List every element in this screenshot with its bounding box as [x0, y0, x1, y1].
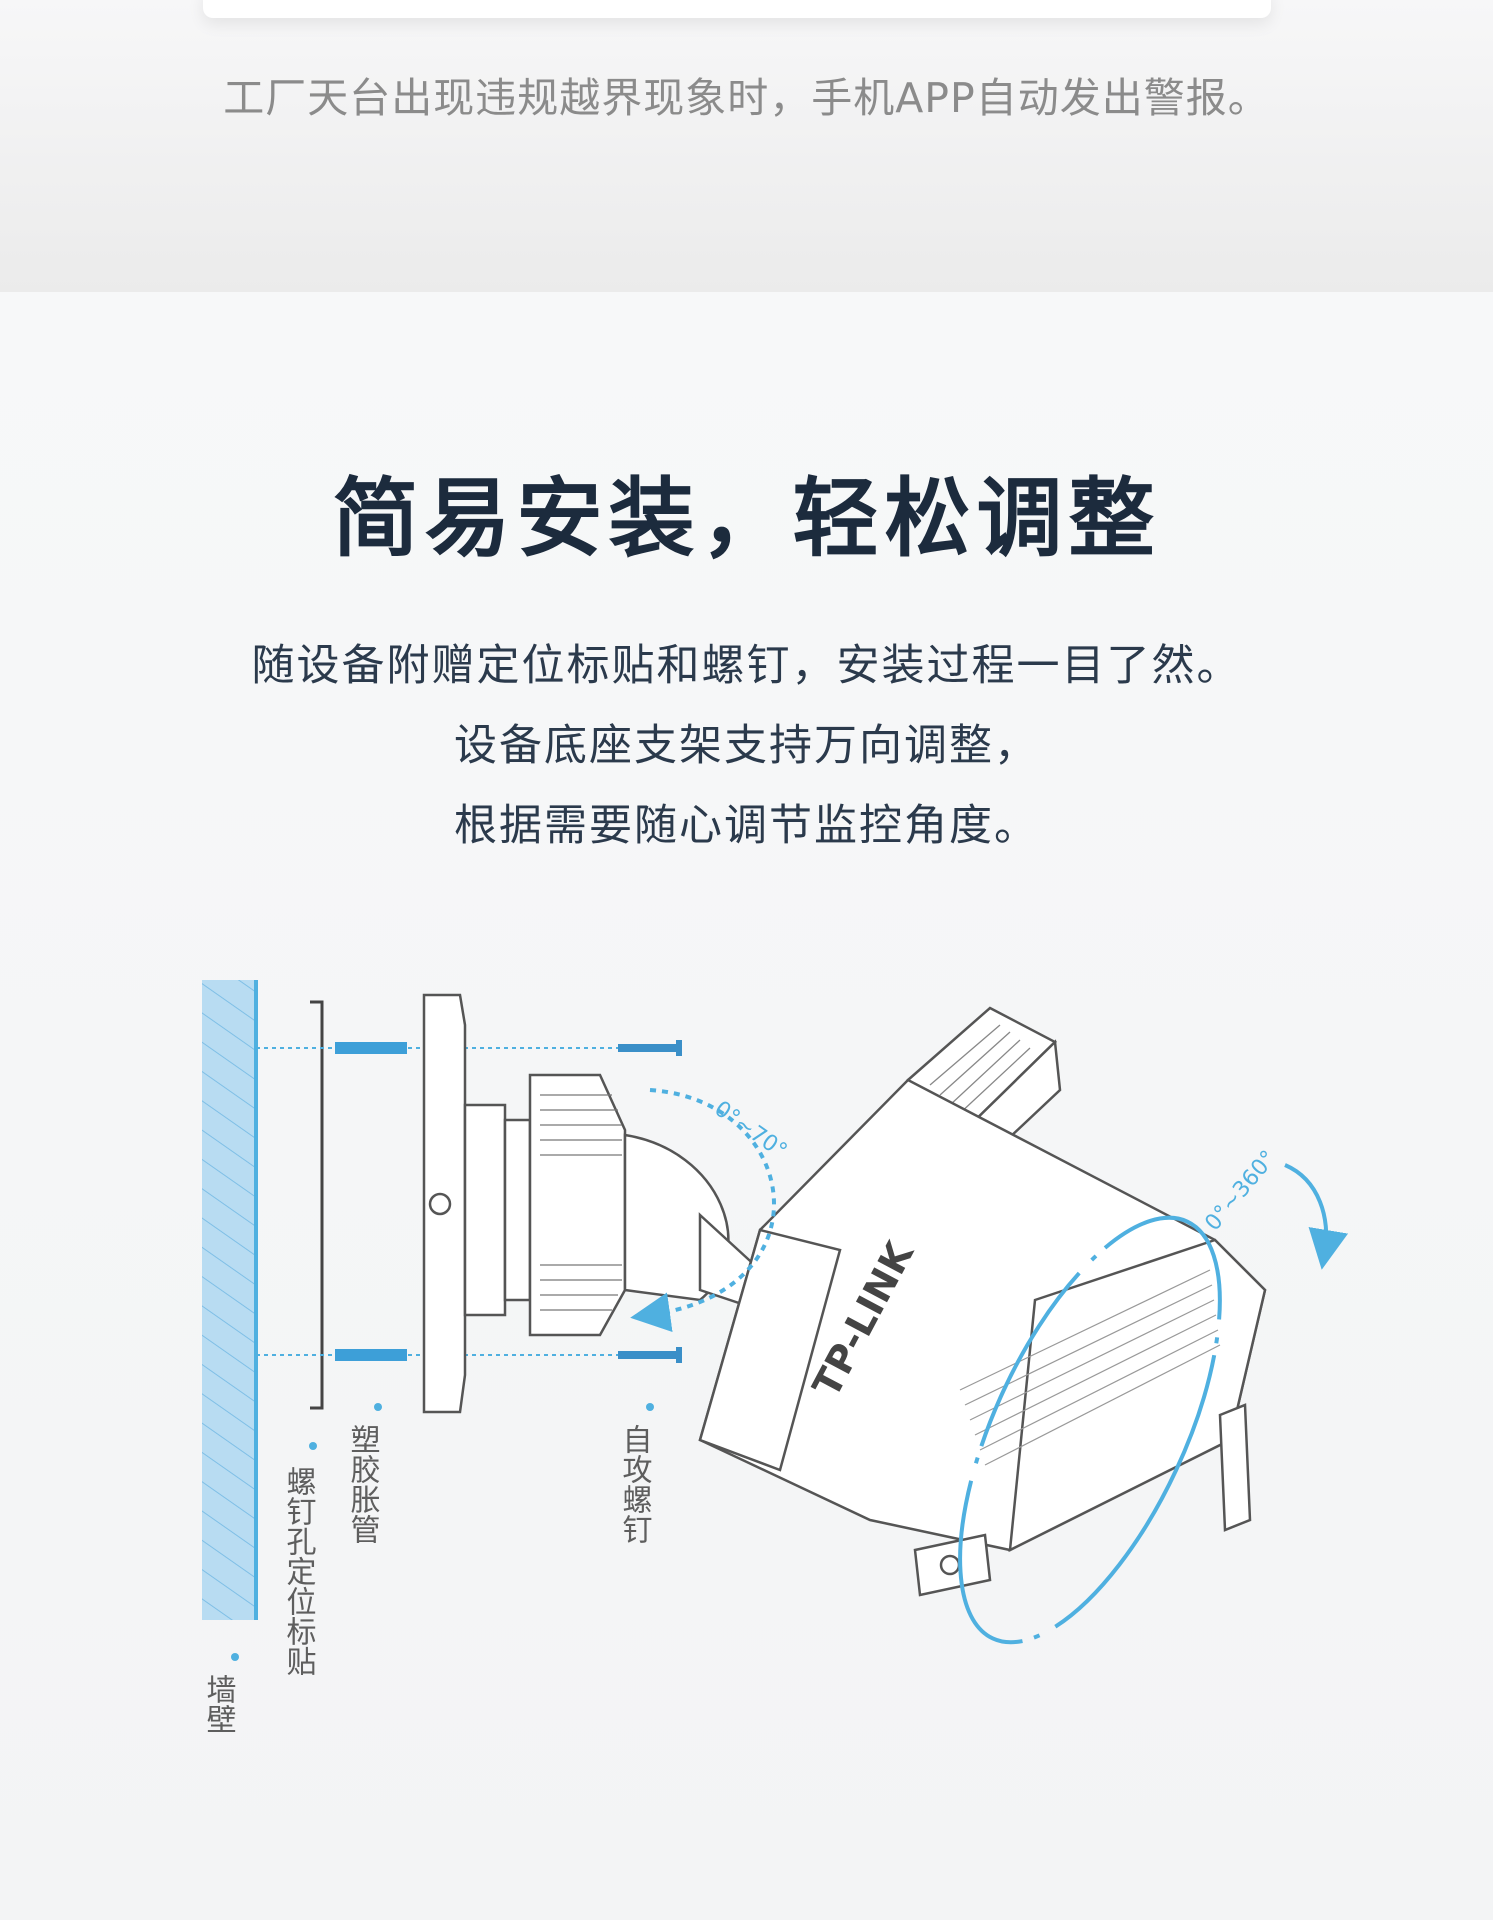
- installation-diagram: TP-LINK 0°~70° 0°~360° 墙壁 螺钉孔定位标贴 塑胶胀管 自…: [0, 960, 1493, 1760]
- installation-diagram-svg: TP-LINK 0°~70° 0°~360° 墙壁 螺钉孔定位标贴 塑胶胀管 自…: [201, 980, 1349, 1734]
- section-title: 简易安装，轻松调整: [332, 469, 1161, 569]
- mount-base: [422, 993, 762, 1414]
- description-line: 随设备附赠定位标贴和螺钉，安装过程一目了然。: [251, 641, 1242, 691]
- top-caption: 工厂天台出现违规越界现象时，手机APP自动发出警报。: [223, 74, 1270, 122]
- section-description: 随设备附赠定位标贴和螺钉，安装过程一目了然。 设备底座支架支持万向调整， 根据需…: [0, 626, 1493, 866]
- camera-body: [698, 1006, 1267, 1597]
- wall: [202, 980, 258, 1620]
- screw-hole-sticker-label: 螺钉孔定位标贴: [281, 1466, 317, 1676]
- tilt-angle-label: 0°~70°: [710, 1096, 792, 1164]
- self-tapping-screw-label: 自攻螺钉: [617, 1424, 653, 1544]
- description-line: 设备底座支架支持万向调整，: [454, 721, 1039, 771]
- top-section: 工厂天台出现违规越界现象时，手机APP自动发出警报。: [0, 0, 1493, 292]
- guide-lines: [256, 1047, 680, 1356]
- screw-hole-sticker: [310, 1000, 324, 1410]
- label-dots: [231, 1403, 654, 1661]
- pan-angle-label: 0°~360°: [1200, 1146, 1281, 1236]
- plastic-anchors: [335, 1042, 407, 1361]
- wall-label: 墙壁: [201, 1674, 237, 1734]
- description-line: 根据需要随心调节监控角度。: [454, 801, 1039, 851]
- top-card: [203, 0, 1271, 18]
- plastic-anchor-label: 塑胶胀管: [345, 1424, 381, 1544]
- self-tapping-screws: [618, 1040, 682, 1363]
